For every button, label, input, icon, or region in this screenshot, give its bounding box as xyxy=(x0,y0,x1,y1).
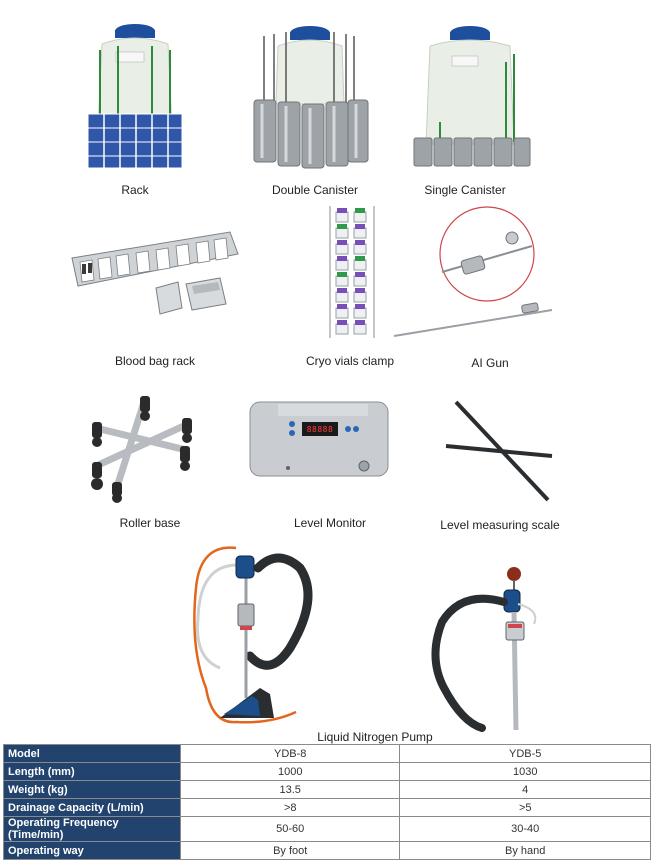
vial xyxy=(353,323,367,335)
vial xyxy=(353,227,367,239)
spec-value-ydb5: 30-40 xyxy=(399,816,651,842)
vial-cap xyxy=(355,272,365,277)
level-scale-image xyxy=(444,398,556,504)
vial-cap xyxy=(337,208,347,213)
caption-ai-gun: AI Gun xyxy=(471,356,509,370)
spec-value-ydb8: By foot xyxy=(179,841,401,860)
foot-pump-image xyxy=(190,538,330,734)
level-monitor-display: 88888 xyxy=(306,425,334,434)
roller-base-image xyxy=(76,394,206,504)
vial-cap xyxy=(337,288,347,293)
spec-value-ydb5: By hand xyxy=(399,841,651,860)
vial-cap xyxy=(355,320,365,325)
vial-cap xyxy=(337,272,347,277)
vial xyxy=(335,323,349,335)
vial-cap xyxy=(337,304,347,309)
vial-cap xyxy=(355,304,365,309)
spec-label: Weight (kg) xyxy=(3,780,181,799)
spec-label: Operating way xyxy=(3,841,181,860)
vial-cap xyxy=(337,224,347,229)
double-canister-image xyxy=(250,24,370,170)
caption-liquid-nitrogen-pump: Liquid Nitrogen Pump xyxy=(317,730,433,744)
blood-bag-rack-image xyxy=(68,228,248,320)
spec-label: Operating Frequency (Time/min) xyxy=(3,816,181,842)
caption-level-measuring-scale: Level measuring scale xyxy=(440,518,560,532)
vial-cap xyxy=(355,208,365,213)
spec-value-ydb5: 1030 xyxy=(399,762,651,781)
spec-value-ydb8: >8 xyxy=(179,798,401,817)
spec-value-ydb5: >5 xyxy=(399,798,651,817)
vial-cap xyxy=(337,256,347,261)
cryo-vials-clamp-image xyxy=(322,202,382,340)
spec-value-ydb8: 1000 xyxy=(179,762,401,781)
vial-cap xyxy=(355,224,365,229)
spec-value-ydb5: 4 xyxy=(399,780,651,799)
spec-label: Drainage Capacity (L/min) xyxy=(3,798,181,817)
vial xyxy=(335,211,349,223)
level-monitor-image: 88888 xyxy=(248,398,390,478)
vial xyxy=(335,243,349,255)
caption-rack: Rack xyxy=(121,183,149,197)
spec-value-ydb5: YDB-5 xyxy=(399,744,651,763)
spec-value-ydb8: 13.5 xyxy=(179,780,401,799)
caption-single-canister: Single Canister xyxy=(424,183,506,197)
caption-level-monitor: Level Monitor xyxy=(293,516,367,530)
vial-cap xyxy=(355,288,365,293)
spec-row: Drainage Capacity (L/min)>8>5 xyxy=(3,798,651,817)
spec-value-ydb8: YDB-8 xyxy=(179,744,401,763)
single-canister-image xyxy=(410,24,532,170)
hand-pump-image xyxy=(422,562,542,734)
vial xyxy=(353,275,367,287)
caption-roller-base: Roller base xyxy=(119,516,181,530)
vial xyxy=(335,227,349,239)
caption-cryo-vials-clamp: Cryo vials clamp xyxy=(305,354,395,368)
vial xyxy=(335,275,349,287)
spec-label: Model xyxy=(3,744,181,763)
vial xyxy=(353,291,367,303)
caption-double-canister: Double Canister xyxy=(271,183,359,197)
vial xyxy=(353,211,367,223)
rack-image xyxy=(80,22,190,172)
ai-gun-image xyxy=(392,206,562,342)
vial xyxy=(335,307,349,319)
vial xyxy=(353,307,367,319)
spec-label: Length (mm) xyxy=(3,762,181,781)
vial-cap xyxy=(355,256,365,261)
vial-cap xyxy=(337,320,347,325)
vial xyxy=(353,243,367,255)
vial xyxy=(353,259,367,271)
caption-blood-bag-rack: Blood bag rack xyxy=(114,354,196,368)
vial xyxy=(335,291,349,303)
spec-value-ydb8: 50-60 xyxy=(179,816,401,842)
vial xyxy=(335,259,349,271)
vial-cap xyxy=(355,240,365,245)
vial-cap xyxy=(337,240,347,245)
